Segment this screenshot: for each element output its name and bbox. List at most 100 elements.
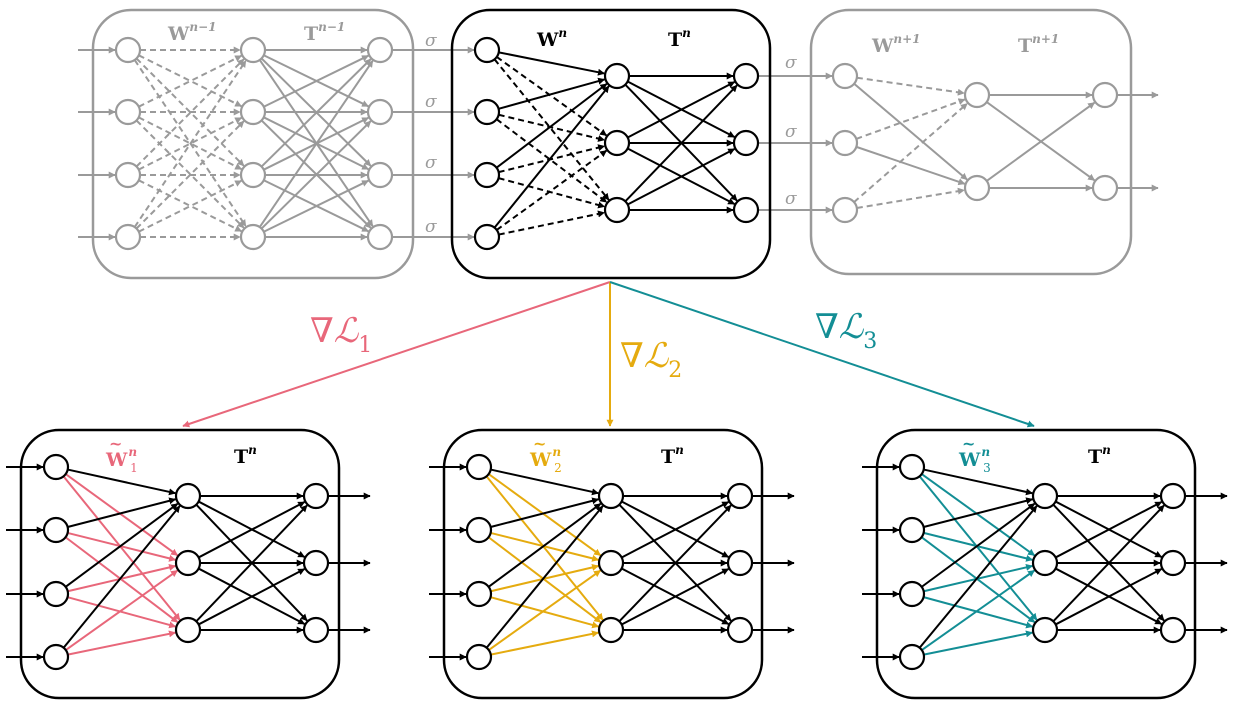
- transform-edge: [198, 568, 306, 626]
- weight-edge: [496, 56, 608, 137]
- neuron-node: [239, 161, 267, 189]
- gradient-labels: ∇ℒ1 ∇ℒ2 ∇ℒ3: [310, 307, 877, 383]
- next-t-label: Tn+1: [1018, 32, 1059, 57]
- neuron-node: [1091, 81, 1119, 109]
- neuron-node: [465, 516, 493, 544]
- transform-edge: [263, 179, 369, 233]
- weight-edge: [495, 83, 608, 169]
- sigma-label: σ: [785, 122, 797, 142]
- adapted-block-1-box: [19, 428, 341, 700]
- transform-edge: [1055, 501, 1163, 559]
- neuron-node: [898, 453, 926, 481]
- adapted-weight-edge: [488, 502, 602, 588]
- sigma-label: σ: [425, 92, 437, 112]
- neuron-node: [174, 549, 202, 577]
- neuron-node: [42, 453, 70, 481]
- adapted-weight-edge: [67, 468, 176, 496]
- neuron-node: [465, 453, 493, 481]
- neuron-node: [1031, 482, 1059, 510]
- adapted-weight-edge: [923, 468, 1033, 496]
- adapted-weight-edge: [67, 497, 177, 528]
- tilde-mark-1: ~: [109, 434, 122, 453]
- transform-edge: [263, 54, 369, 108]
- neuron-node: [1159, 482, 1187, 510]
- neuron-node: [465, 580, 493, 608]
- neuron-node: [831, 129, 859, 157]
- neuron-node: [42, 516, 70, 544]
- adapted-weight-edge: [62, 475, 181, 621]
- nodes-layer: [42, 36, 1187, 671]
- neuron-node: [465, 643, 493, 671]
- neuron-node: [473, 36, 501, 64]
- transform-edge: [627, 81, 736, 139]
- transform-edge: [618, 504, 732, 623]
- neuron-node: [726, 482, 754, 510]
- neuron-node: [1031, 616, 1059, 644]
- sigma-label: σ: [425, 153, 437, 173]
- t-label-2: Tn: [661, 443, 684, 468]
- neuron-node: [603, 196, 631, 224]
- gradient-arrow-3: [609, 281, 1035, 428]
- adapted-weight-edge: [67, 630, 176, 656]
- transform-edge: [260, 58, 372, 168]
- transform-edge: [260, 120, 372, 230]
- prev-t-label: Tn−1: [304, 20, 345, 45]
- weight-edge: [138, 116, 243, 171]
- weight-edge: [498, 51, 605, 76]
- weight-edge: [138, 179, 242, 233]
- neuron-node: [963, 81, 991, 109]
- transform-edge: [624, 84, 738, 203]
- adapted-weight-edge: [490, 497, 600, 528]
- neuron-node: [239, 98, 267, 126]
- adapted-weight-edge: [918, 505, 1038, 649]
- adapted-weight-edge: [920, 536, 1036, 623]
- adapted-weight-edge: [62, 505, 181, 649]
- neuron-node: [366, 36, 394, 64]
- tilde-mark-2: ~: [533, 434, 546, 453]
- neuron-node: [473, 98, 501, 126]
- neuron-node: [732, 196, 760, 224]
- weight-edge: [498, 177, 606, 209]
- weight-edge: [498, 210, 605, 236]
- neuron-node: [1091, 174, 1119, 202]
- tilde-mark-3: ~: [962, 434, 975, 453]
- neuron-node: [898, 643, 926, 671]
- adapted-weight-edge: [65, 569, 178, 651]
- adapted-weight-edge: [65, 473, 179, 557]
- adapted-weight-edge: [918, 475, 1038, 621]
- neuron-node: [174, 616, 202, 644]
- neuron-node: [239, 223, 267, 251]
- current-w-label: Wn: [536, 26, 567, 51]
- transform-edge: [198, 501, 306, 559]
- adapted-weight-edge: [485, 475, 604, 621]
- transform-edge: [986, 101, 1096, 182]
- prev-w-label: Wn−1: [167, 20, 216, 45]
- transform-edge: [258, 60, 374, 228]
- neuron-node: [366, 98, 394, 126]
- weight-edge: [498, 144, 606, 174]
- adapted-weight-edge: [923, 630, 1033, 656]
- neuron-node: [726, 549, 754, 577]
- neuron-node: [831, 196, 859, 224]
- weight-edge: [495, 118, 608, 203]
- current-t-label: Tn: [668, 26, 691, 51]
- weight-edge: [138, 54, 242, 108]
- weight-edge: [138, 54, 242, 108]
- gradient-label-3: ∇ℒ3: [815, 307, 877, 354]
- neuron-node: [726, 616, 754, 644]
- sigma-labels: σ σ σ σ σ σ σ: [425, 31, 797, 237]
- next-block-labels: Wn+1 Tn+1: [871, 32, 1059, 57]
- neuron-node: [603, 129, 631, 157]
- neuron-node: [597, 482, 625, 510]
- adapted-weight-edge: [65, 502, 179, 588]
- sigma-label: σ: [425, 31, 437, 51]
- adapted-weight-edge: [921, 473, 1036, 557]
- neuron-node: [302, 616, 330, 644]
- neuron-node: [963, 174, 991, 202]
